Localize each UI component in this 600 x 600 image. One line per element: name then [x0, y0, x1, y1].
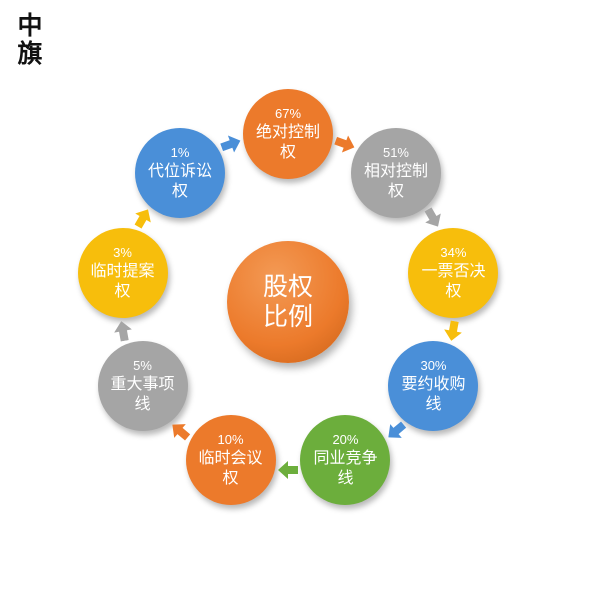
node-10pct: 10%临时会议权	[185, 414, 276, 505]
node-percent: 3%	[113, 244, 132, 260]
flow-arrow-icon	[134, 209, 151, 229]
logo-char-1: 中	[17, 11, 43, 40]
flow-arrow-icon	[172, 423, 191, 441]
node-label: 临时会议权	[198, 447, 263, 487]
node-label: 要约收购线	[401, 374, 466, 413]
flow-arrow-icon	[278, 461, 298, 479]
node-5pct: 5%重大事项线	[97, 341, 188, 431]
node-label: 代位诉讼权	[148, 161, 213, 201]
node-percent: 51%	[382, 145, 409, 161]
flow-arrow-icon	[388, 421, 407, 438]
node-34pct: 34%一票否决权	[408, 227, 499, 318]
node-percent: 1%	[170, 145, 190, 161]
node-label: 临时提案权	[90, 260, 155, 300]
node-percent: 20%	[332, 431, 359, 447]
node-percent: 30%	[420, 358, 447, 373]
flow-arrow-icon	[444, 320, 463, 342]
node-label: 重大事项线	[110, 374, 175, 413]
flow-arrow-icon	[425, 207, 442, 227]
center-circle: 股权比例	[227, 241, 349, 363]
flow-arrow-icon	[113, 321, 132, 342]
node-percent: 67%	[274, 106, 302, 121]
center-label: 股权比例	[262, 272, 313, 331]
node-30pct: 30%要约收购线	[388, 341, 479, 431]
node-percent: 10%	[217, 431, 244, 447]
flow-arrow-icon	[334, 135, 355, 153]
node-51pct: 51%相对控制权	[350, 128, 441, 219]
node-percent: 5%	[133, 358, 152, 373]
flow-arrow-icon	[219, 135, 240, 153]
node-20pct: 20%同业竞争线	[300, 414, 391, 505]
node-label: 一票否决权	[421, 260, 486, 300]
node-label: 相对控制权	[363, 161, 428, 201]
node-label: 同业竞争线	[313, 447, 378, 487]
node-67pct: 67%绝对控制权	[243, 89, 333, 179]
logo-char-2: 旗	[17, 39, 43, 68]
node-percent: 34%	[440, 244, 467, 260]
node-label: 绝对控制权	[256, 122, 321, 161]
brand-logo: 中 旗	[10, 12, 50, 68]
node-3pct: 3%临时提案权	[77, 227, 168, 318]
node-1pct: 1%代位诉讼权	[135, 128, 225, 219]
